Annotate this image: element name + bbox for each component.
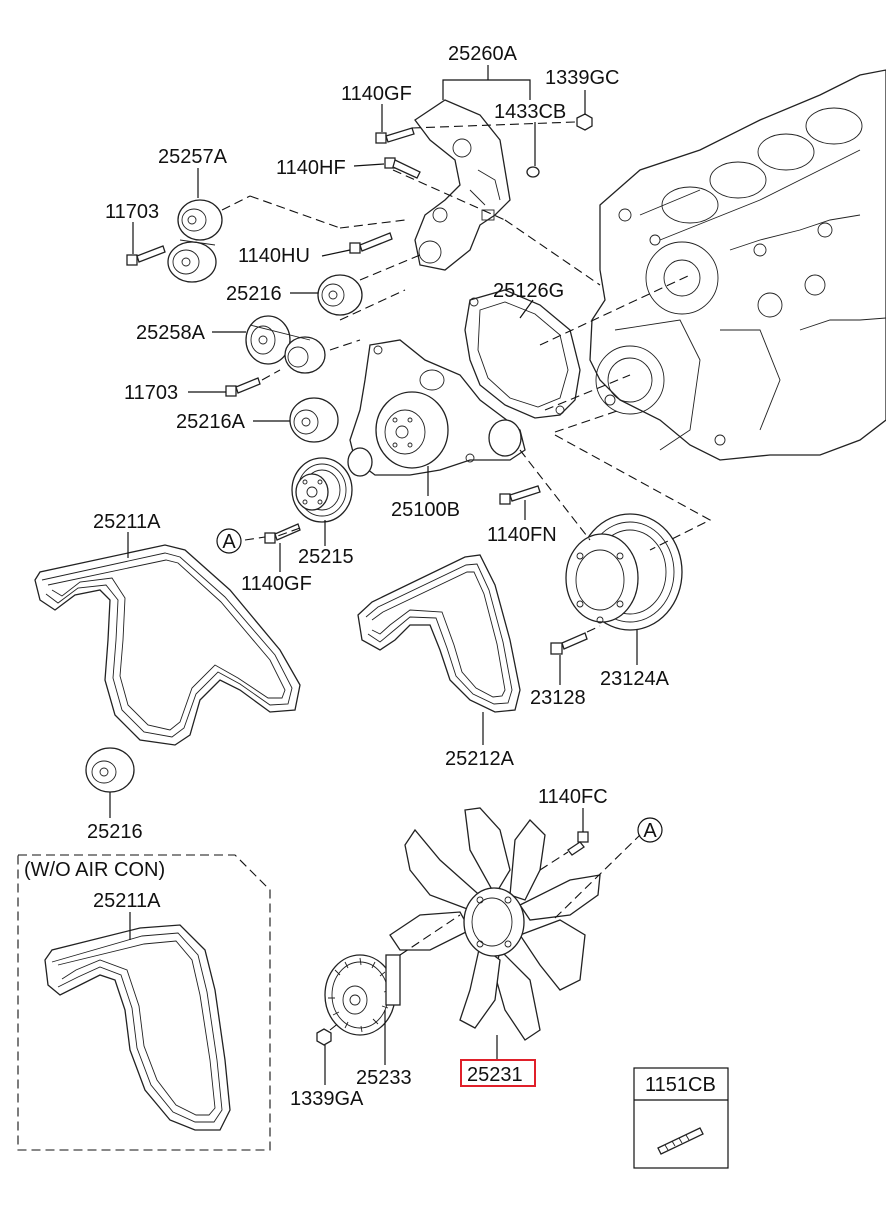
ref-circle-A-left: A [216,528,242,554]
label-25126G[interactable]: 25126G [493,280,564,302]
label-25100B[interactable]: 25100B [391,499,460,521]
label-1140GF-top[interactable]: 1140GF [341,83,412,105]
alignment-lines [221,121,712,1031]
label-1433CB[interactable]: 1433CB [494,101,566,123]
fan-25231-drawing [389,807,601,1041]
label-1140HF[interactable]: 1140HF [276,157,346,179]
label-25257A[interactable]: 25257A [158,146,228,168]
bracket-25260A-drawing [414,99,511,271]
label-25231[interactable]: 25231 [467,1064,523,1086]
bolt-1140GF-bot-drawing [264,523,301,544]
label-23124A[interactable]: 23124A [600,668,670,690]
nut-1339GC-drawing [576,113,593,131]
label-1140GF-bot[interactable]: 1140GF [241,573,312,595]
label-1140HU[interactable]: 1140HU [238,245,310,267]
bolt-1140HF-drawing [384,157,421,179]
bolt-1140GF-top-drawing [375,127,415,144]
bushing-1433CB-drawing [526,166,540,178]
tensioner-25258A-drawing [245,315,326,374]
label-1140FN[interactable]: 1140FN [487,524,557,546]
label-25216-bot[interactable]: 25216 [87,821,143,843]
pulley-25215-drawing [291,457,353,523]
idler-25216A-drawing [289,397,339,443]
label-25216A[interactable]: 25216A [176,411,246,433]
gasket-25126G-drawing [464,289,581,419]
part-1151CB-box [633,1067,729,1169]
nut-1339GA-drawing [316,1028,332,1046]
label-25258A[interactable]: 25258A [136,322,206,344]
highlight-box-25231 [460,1059,536,1087]
bolt-1140FN-drawing [499,485,541,505]
belt-25212A-drawing [357,554,521,713]
crank-pulley-23124A-drawing [565,513,683,631]
label-1339GC[interactable]: 1339GC [545,67,620,89]
label-25211A-bot[interactable]: 25211A [93,890,161,912]
label-25215[interactable]: 25215 [298,546,354,568]
ref-circle-A-right: A [637,817,663,843]
ref-A-right-text: A [643,820,657,842]
ref-A-left-text: A [222,531,236,553]
belt-25211A-top-drawing [34,544,301,746]
label-25260A[interactable]: 25260A [448,43,518,65]
label-25212A[interactable]: 25212A [445,748,515,770]
bolt-23128-drawing [550,632,588,655]
label-25216-top[interactable]: 25216 [226,283,282,305]
label-wo-air-con: (W/O AIR CON) [24,859,165,881]
label-1151CB[interactable]: 1151CB [645,1074,716,1096]
idler-25216-bot-drawing [85,747,135,793]
label-11703-mid[interactable]: 11703 [124,382,178,404]
label-11703-top[interactable]: 11703 [105,201,159,223]
bolt-11703-mid-drawing [225,377,261,397]
idler-25216-top-drawing [317,274,363,316]
water-pump-25100B-drawing [347,339,526,477]
fan-clutch-25233-drawing [324,954,401,1036]
label-23128[interactable]: 23128 [530,687,586,709]
belt-25211A-bot-drawing [44,924,231,1131]
bolt-1140HU-drawing [349,232,393,254]
bolt-11703-top-drawing [126,245,166,266]
tensioner-25257A-drawing [167,199,223,283]
leader-lines [109,65,638,1085]
label-25233[interactable]: 25233 [356,1067,412,1089]
wo-air-con-box [17,854,271,1151]
part-labels: 25260A 1339GC 1140GF 1433CB 25257A 1140H… [24,43,716,1110]
label-25211A-top[interactable]: 25211A [93,511,161,533]
engine-block-drawing [589,69,886,461]
label-1140FC[interactable]: 1140FC [538,786,608,808]
bolt-1140FC-drawing [567,831,589,856]
label-1339GA[interactable]: 1339GA [290,1088,364,1110]
